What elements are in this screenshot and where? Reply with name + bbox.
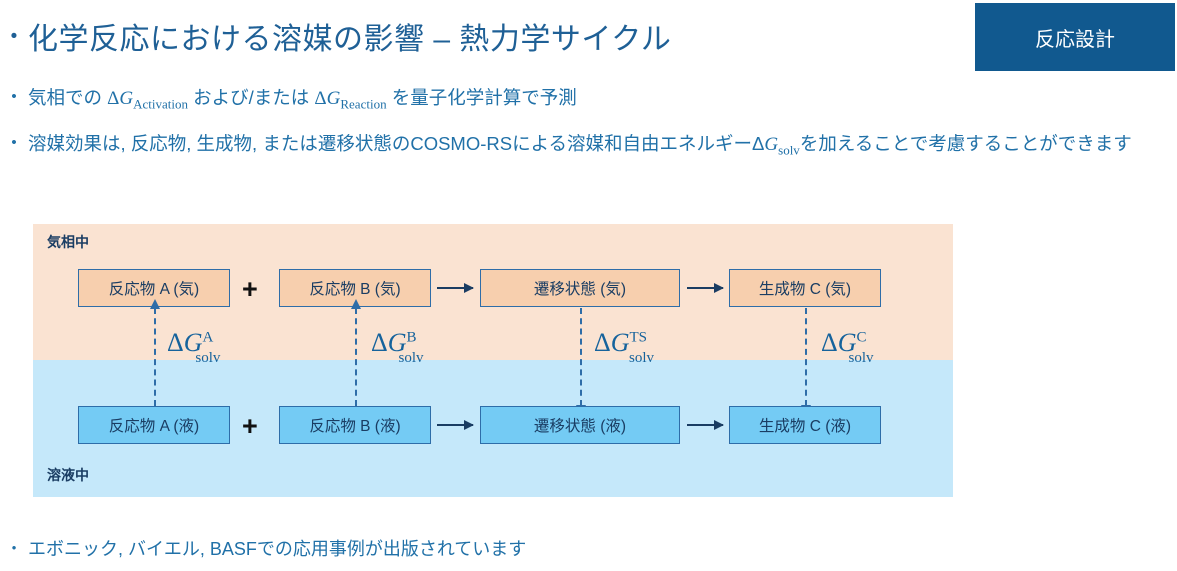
dg-solv-a-label: ΔGAsolv — [167, 328, 238, 366]
bullet-2-text-b: を加えることで考慮することができます — [799, 133, 1132, 154]
dg-subscript-solv: solv — [195, 350, 221, 367]
bullet-item-3: • エボニック, バイエル, BASFでの応用事例が出版されています — [0, 534, 900, 564]
solvation-link-c — [801, 308, 811, 415]
bullet-1-text-b: および/または — [187, 87, 315, 108]
node-transition-state-liquid[interactable]: 遷移状態 (液) — [480, 406, 680, 444]
reaction-arrow-liquid-2 — [687, 420, 724, 430]
delta-symbol: Δ — [371, 328, 388, 357]
delta-symbol: Δ — [107, 88, 120, 109]
dg-subscript-solv: solv — [848, 350, 874, 367]
bullet-1-text-c: を量子化学計算で予測 — [386, 87, 577, 108]
reaction-arrow-gas-2 — [687, 283, 724, 293]
plus-symbol-liquid: + — [242, 411, 258, 441]
liquid-phase-label: 溶液中 — [47, 467, 89, 483]
bullet-1-body: 気相での ΔGActivation および/または ΔGReaction を量子… — [28, 83, 577, 114]
dg-superscript-b: B — [406, 329, 417, 346]
dg-solv-b-label: ΔGBsolv — [371, 328, 442, 366]
title-bullet-icon: • — [10, 25, 18, 47]
node-product-c-gas[interactable]: 生成物 C (気) — [729, 269, 881, 307]
dg-superscript-a: A — [202, 329, 214, 346]
dg-superscript-ts: TS — [629, 329, 648, 346]
solvation-link-a — [150, 299, 160, 406]
solvation-link-b — [351, 299, 361, 406]
bullet-dot-icon: • — [11, 88, 17, 105]
bullet-1-text-a: 気相での — [28, 87, 108, 108]
g-symbol: G — [119, 88, 134, 109]
slide-title-row: • 化学反応における溶媒の影響 – 熱力学サイクル — [0, 14, 960, 58]
thermodynamic-cycle-diagram: 気相中 溶液中 反応物 A (気) + 反応物 B (気) 遷移状態 (気) 生… — [33, 224, 953, 497]
plus-symbol-gas: + — [242, 274, 258, 304]
bullet-dot-icon: • — [11, 134, 17, 151]
node-reactant-b-liquid[interactable]: 反応物 B (液) — [279, 406, 431, 444]
bullet-2-text-a: 溶媒効果は, 反応物, 生成物, または遷移状態のCOSMO-RSによる溶媒和自… — [28, 133, 765, 154]
delta-symbol: Δ — [167, 328, 184, 357]
dg-subscript-solv: solv — [629, 350, 655, 367]
bullet-2-subscript: solv — [778, 142, 800, 158]
node-product-c-liquid[interactable]: 生成物 C (液) — [729, 406, 881, 444]
node-transition-state-gas[interactable]: 遷移状態 (気) — [480, 269, 680, 307]
g-symbol: G — [326, 88, 341, 109]
bullet-2-body: 溶媒効果は, 反応物, 生成物, または遷移状態のCOSMO-RSによる溶媒和自… — [28, 129, 1132, 160]
dg-solv-ts-label: ΔGTS solv — [594, 328, 672, 366]
delta-symbol: Δ — [821, 328, 838, 357]
gas-phase-label: 気相中 — [47, 234, 89, 250]
bullet-1-subscript-b: Reaction — [340, 96, 387, 112]
solvation-link-ts — [576, 308, 586, 415]
g-symbol: G — [837, 328, 857, 357]
bullet-dot-icon: • — [11, 540, 17, 555]
bullet-item-1: • 気相での ΔGActivation および/または ΔGReaction を… — [0, 83, 1100, 114]
node-reactant-a-liquid[interactable]: 反応物 A (液) — [78, 406, 230, 444]
bullet-item-2: • 溶媒効果は, 反応物, 生成物, または遷移状態のCOSMO-RSによる溶媒… — [0, 129, 1177, 160]
reaction-arrow-liquid-1 — [437, 420, 474, 430]
delta-symbol: Δ — [594, 328, 611, 357]
dg-superscript-c: C — [856, 329, 867, 346]
bullet-1-subscript-a: Activation — [133, 96, 188, 112]
delta-symbol: Δ — [314, 88, 327, 109]
g-symbol: G — [387, 328, 407, 357]
g-symbol: G — [764, 134, 779, 155]
g-symbol: G — [183, 328, 203, 357]
dg-solv-c-label: ΔGCsolv — [821, 328, 892, 366]
dg-subscript-solv: solv — [398, 350, 424, 367]
reaction-arrow-gas-1 — [437, 283, 474, 293]
status-badge: 反応設計 — [975, 3, 1175, 71]
bullet-3-body: エボニック, バイエル, BASFでの応用事例が出版されています — [28, 539, 527, 559]
g-symbol: G — [610, 328, 630, 357]
page-title: 化学反応における溶媒の影響 – 熱力学サイクル — [28, 23, 672, 56]
